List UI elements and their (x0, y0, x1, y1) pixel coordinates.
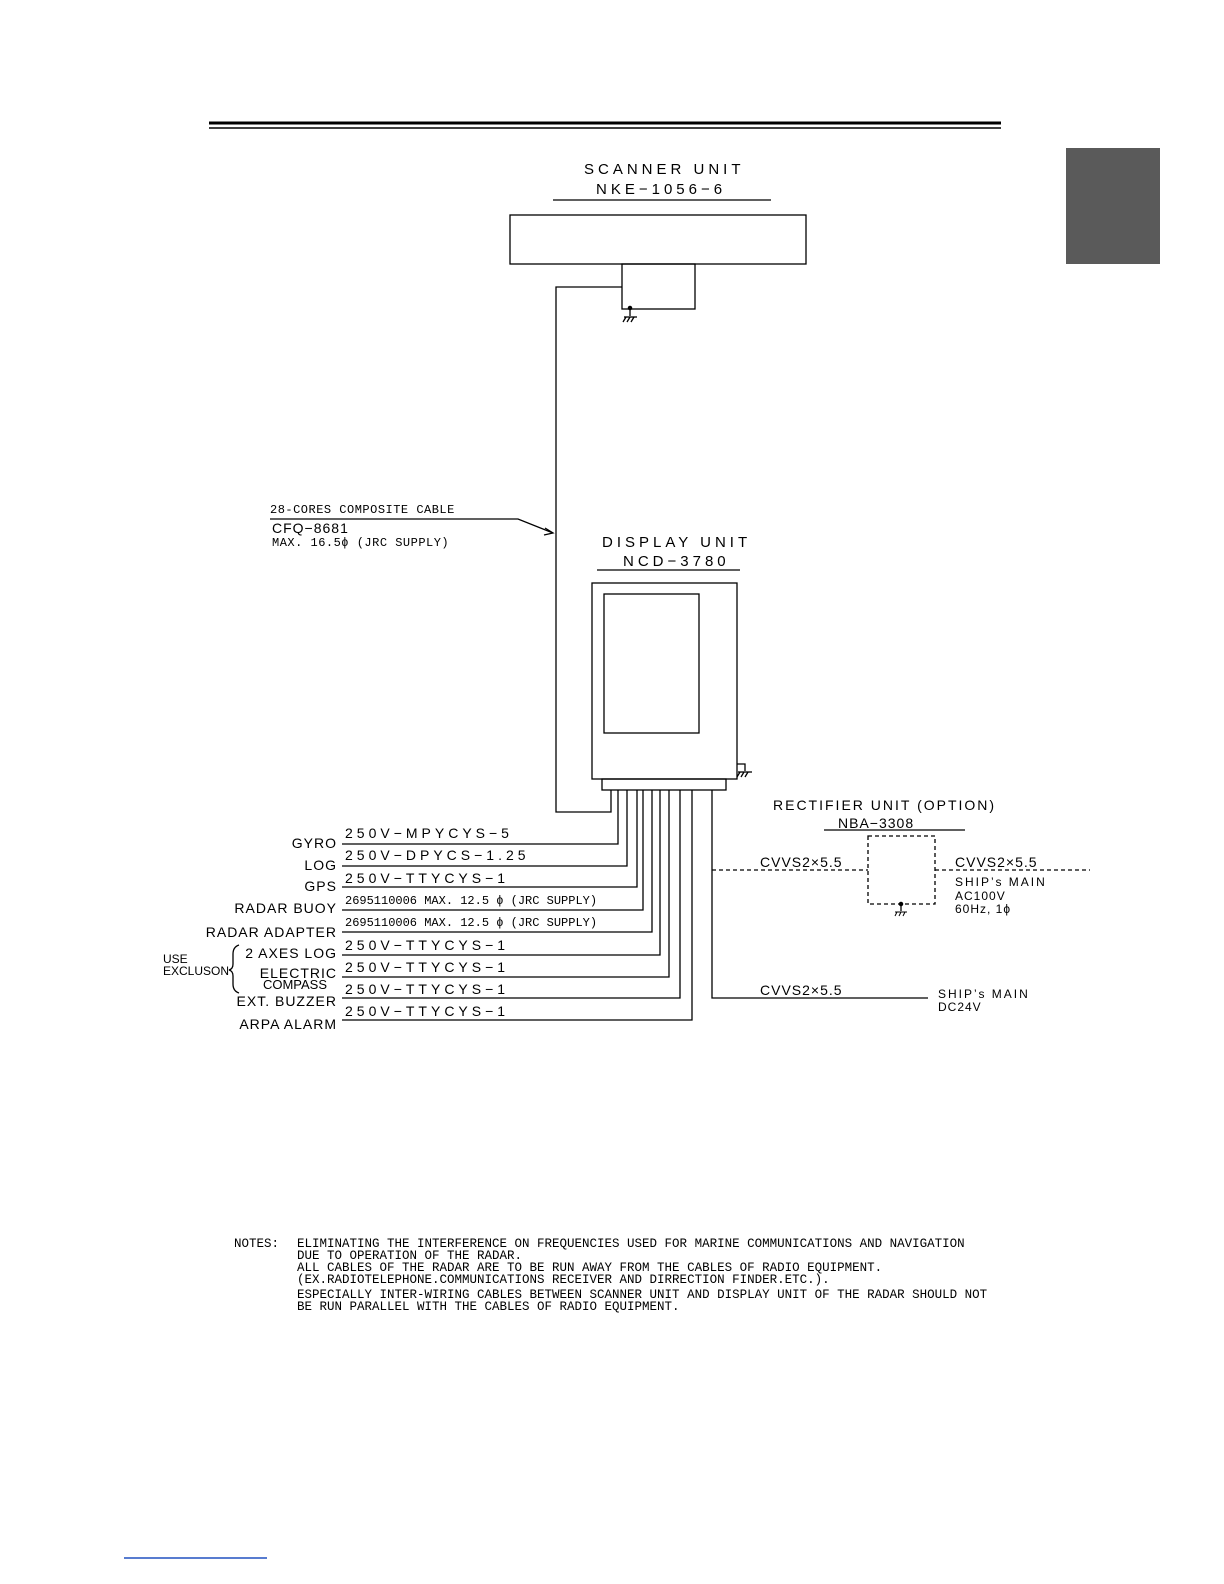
input-cable-log: 250V−DPYCS−1.25 (345, 847, 530, 863)
input-cable-gps: 250V−TTYCYS−1 (345, 870, 510, 886)
input-label-radar-buoy: RADAR BUOY (234, 900, 337, 916)
input-cable-radar-buoy: 2695110006 MAX. 12.5 ϕ (JRC SUPPLY) (345, 894, 598, 908)
section-tab (1066, 148, 1160, 264)
input-cable-electric: 250V−TTYCYS−1 (345, 959, 510, 975)
dc-cable: CVVS2×5.5 (760, 982, 843, 998)
rectifier-model: NBA−3308 (838, 815, 915, 831)
input-label-compass: COMPASS (262, 977, 327, 992)
input-cable-radar-adapter: 2695110006 MAX. 12.5 ϕ (JRC SUPPLY) (345, 916, 598, 930)
input-label-arpa-alarm: ARPA ALARM (239, 1016, 337, 1032)
dc-main-line1: SHIP’s MAIN (938, 987, 1030, 1001)
input-label-electric: ELECTRIC (259, 965, 337, 981)
composite-cable (555, 286, 622, 813)
input-cable-2-axes-log: 250V−TTYCYS−1 (345, 937, 510, 953)
input-label-gps: GPS (304, 878, 337, 894)
scanner-title: SCANNER UNIT (584, 161, 745, 178)
dc-power-line (711, 790, 928, 999)
input-cable-ext-buzzer: 250V−TTYCYS−1 (345, 981, 510, 997)
terminal-block (601, 778, 727, 791)
cable-label-line2: CFQ−8681 (272, 520, 349, 536)
notes-line-6: BE RUN PARALLEL WITH THE CABLES OF RADIO… (297, 1300, 680, 1314)
scanner-model: NKE−1056−6 (596, 181, 727, 198)
notes-line-1: ELIMINATING THE INTERFERENCE ON FREQUENC… (297, 1237, 965, 1251)
input-label-radar-adapter: RADAR ADAPTER (205, 924, 337, 940)
scanner-antenna (509, 214, 807, 265)
cable-leader (270, 518, 554, 534)
input-label-gyro: GYRO (291, 835, 337, 851)
input-cable-arpa-alarm: 250V−TTYCYS−1 (345, 1003, 510, 1019)
display-screen (603, 593, 700, 734)
display-model: NCD−3780 (623, 553, 730, 570)
input-cable-gyro: 250V−MPYCYS−5 (345, 825, 513, 841)
rectifier-out-cable: CVVS2×5.5 (955, 854, 1038, 870)
rectifier-title: RECTIFIER UNIT (OPTION) (773, 797, 997, 813)
input-label-2-axes-log: 2 AXES LOG (245, 945, 337, 961)
rectifier-box (867, 835, 936, 905)
scanner-pedestal (621, 263, 696, 310)
notes-line-2: DUE TO OPERATION OF THE RADAR. (297, 1249, 523, 1263)
notes-line-3: ALL CABLES OF THE RADAR ARE TO BE RUN AW… (297, 1261, 883, 1275)
input-label-log: LOG (304, 857, 337, 873)
notes-heading: NOTES: (234, 1237, 280, 1251)
input-label-ext-buzzer: EXT. BUZZER (236, 993, 337, 1009)
exclusion-brace (228, 944, 240, 994)
cable-label-line1: 28-CORES COMPOSITE CABLE (270, 503, 455, 517)
notes-line-4: (EX.RADIOTELEPHONE.COMMUNICATIONS RECEIV… (297, 1273, 830, 1287)
dc-main-line2: DC24V (938, 1000, 982, 1014)
use-exclusion-line1: USE (163, 952, 188, 966)
rectifier-in-cable: CVVS2×5.5 (760, 854, 843, 870)
display-body (591, 582, 738, 780)
ac-main-line2: AC100V (955, 889, 1006, 903)
cable-label-line3: MAX. 16.5ϕ (JRC SUPPLY) (272, 536, 450, 550)
ac-main-line1: SHIP’s MAIN (955, 875, 1047, 889)
ac-main-line3: 60Hz, 1ϕ (955, 902, 1012, 916)
display-title: DISPLAY UNIT (602, 534, 752, 551)
use-exclusion-line2: EXCLUSON (163, 964, 230, 978)
notes-line-5: ESPECIALLY INTER-WIRING CABLES BETWEEN S… (297, 1288, 988, 1302)
